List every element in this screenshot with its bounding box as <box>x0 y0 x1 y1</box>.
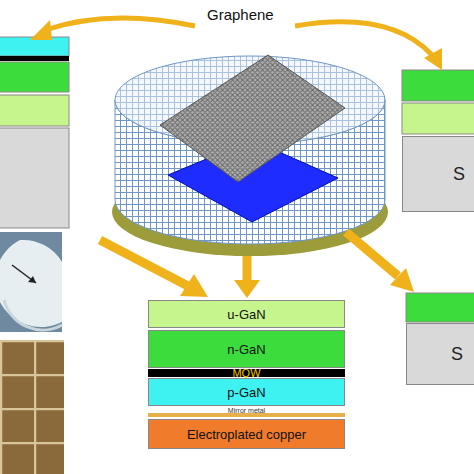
layer-box: Electroplated copper <box>148 419 345 449</box>
curved-arrow <box>295 22 432 55</box>
layer <box>0 56 69 61</box>
straight-arrow <box>100 240 188 286</box>
layer-name: S <box>451 345 463 363</box>
photo <box>0 340 64 474</box>
arrow-head <box>390 268 414 292</box>
layer-name: S <box>453 165 465 183</box>
layer <box>0 95 69 126</box>
layer <box>402 103 474 134</box>
layer <box>0 62 69 92</box>
part-label: Graphene <box>207 6 274 23</box>
layer <box>406 293 474 322</box>
layer-box: p-GaN <box>148 378 345 406</box>
arrow-head <box>234 280 260 298</box>
graphene-sheet <box>160 55 345 182</box>
straight-arrow <box>346 232 398 276</box>
curved-arrow <box>45 18 195 30</box>
layer-name: p-GaN <box>227 386 265 399</box>
layer-box: S <box>402 136 474 212</box>
layer-box: u-GaN <box>148 300 345 328</box>
layer-name: MQW <box>232 368 260 379</box>
arrow-head <box>424 48 442 70</box>
layer-name: u-GaN <box>227 308 265 321</box>
layer-name: n-GaN <box>227 343 265 356</box>
straight-arrow <box>243 256 252 282</box>
layer-box: Mirror metal <box>148 407 345 417</box>
layer <box>402 70 474 101</box>
layer-name: Mirror metal <box>228 407 265 414</box>
layer <box>0 128 69 228</box>
wafer-edge <box>4 300 62 330</box>
pointer-arrow <box>12 265 36 283</box>
layer-name: Electroplated copper <box>187 428 306 441</box>
layer-box: n-GaN <box>148 330 345 368</box>
arrow-head <box>180 274 208 297</box>
layer-box: S <box>406 323 474 385</box>
layer-box: MQW <box>148 369 345 377</box>
arrow-head <box>30 20 52 40</box>
pointer-head <box>28 276 36 283</box>
